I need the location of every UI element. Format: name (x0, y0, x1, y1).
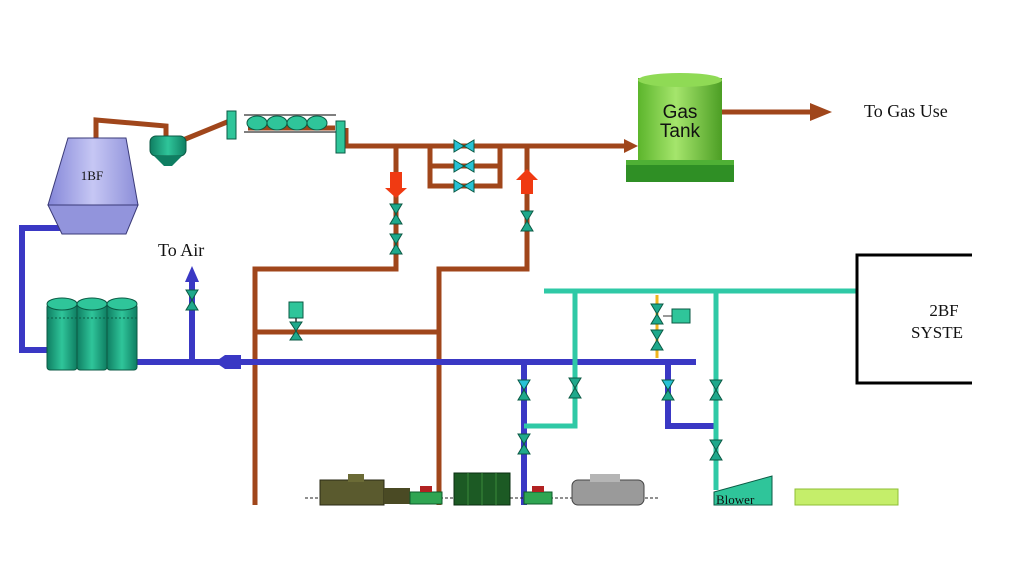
down-arrow-icon (385, 172, 407, 198)
valve-icon[interactable] (517, 379, 531, 401)
branch-pipe-left (252, 146, 399, 505)
scrubber-outlet-pipe (343, 128, 628, 149)
valve-icon[interactable] (185, 289, 199, 311)
valves (185, 139, 723, 461)
blast-furnace-icon (47, 137, 139, 235)
system-2bf-label-line2: SYSTE (911, 323, 963, 342)
turbine-icon (319, 474, 410, 506)
branch-pipe-right (436, 146, 530, 505)
control-valve-icon[interactable] (650, 295, 691, 358)
blue-drop-right (665, 362, 716, 429)
dust-catcher-icon (149, 135, 187, 166)
system-2bf-box[interactable] (855, 253, 972, 385)
valve-icon[interactable] (389, 233, 403, 255)
up-arrow-icon (516, 169, 538, 194)
gas-tank-label-line1: Gas (663, 102, 698, 123)
system-2bf-label-line1: 2BF (929, 301, 958, 320)
bypass-valve-icon[interactable] (453, 139, 475, 153)
furnace-drain-pipe (19, 225, 62, 353)
furnace-uptake-pipe (93, 117, 169, 140)
blower-label: Blower (716, 492, 755, 507)
gas-use-arrow-icon (810, 103, 832, 121)
flow-arrow-icon (624, 139, 638, 153)
coupling-icon (523, 486, 553, 505)
bypass-valve-icon[interactable] (453, 159, 475, 173)
return-flow-arrow-icon (215, 355, 241, 369)
motor-icon (571, 474, 645, 506)
blast-furnace-label: 1BF (81, 168, 103, 183)
valve-icon[interactable] (517, 433, 531, 455)
vent-arrow-icon (185, 266, 199, 282)
to-air-label: To Air (158, 240, 204, 260)
valve-icon[interactable] (709, 439, 723, 461)
gas-tank-icon (626, 73, 734, 182)
valve-icon[interactable] (568, 377, 582, 399)
equipment-row (305, 472, 660, 506)
coupling-icon (409, 486, 443, 505)
valve-icon[interactable] (661, 379, 675, 401)
dust-catcher-outlet-pipe (182, 117, 233, 143)
scrubber-icon (226, 110, 346, 154)
red-flow-arrows (385, 169, 538, 198)
gas-tank-label-line2: Tank (660, 121, 701, 142)
status-bar (794, 488, 899, 506)
actuated-valve-icon[interactable] (288, 301, 304, 341)
valve-icon[interactable] (389, 203, 403, 225)
bypass-valve-icon[interactable] (453, 179, 475, 193)
cooling-towers-icon (46, 297, 138, 371)
to-gas-use-label: To Gas Use (864, 101, 948, 121)
compressor-icon (453, 472, 511, 506)
valve-icon[interactable] (709, 379, 723, 401)
valve-icon[interactable] (520, 210, 534, 232)
teal-drop-left (524, 291, 578, 429)
blower-icon (713, 475, 773, 506)
